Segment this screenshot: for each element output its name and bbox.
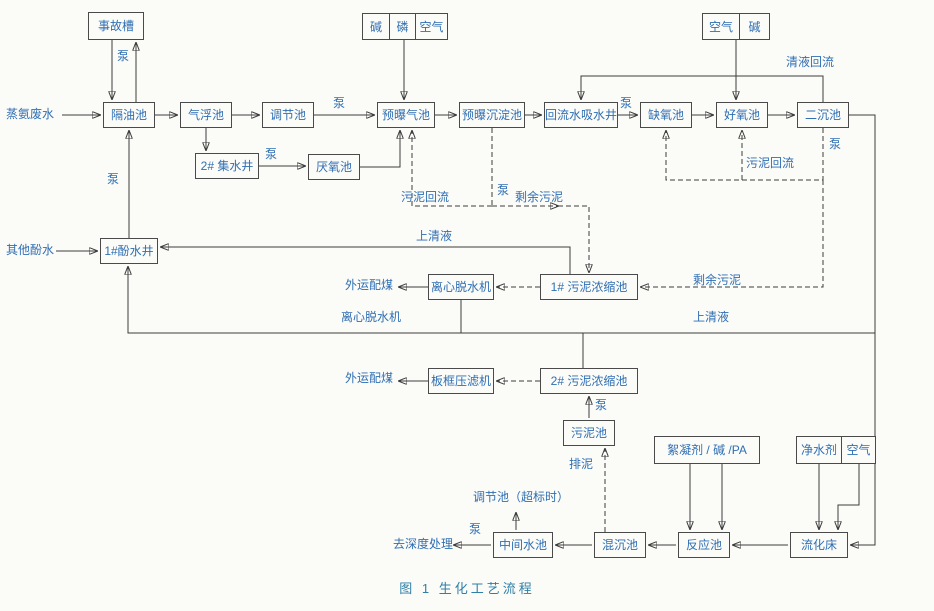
node-centrifuge-dewaterer: 离心脱水机 [428, 274, 494, 300]
label-sludge-return-2: 污泥回流 [746, 156, 795, 170]
line-thickener1-supernatant [161, 247, 571, 274]
label-sludge-return-1: 污泥回流 [401, 190, 450, 204]
line-air-to-fluidbed [838, 464, 860, 529]
line-anaerobic-to-preaeration [360, 131, 400, 168]
figure-caption: 图 1 生化工艺流程 [399, 581, 535, 596]
node-equalization-tank: 调节池 [262, 102, 314, 128]
node-pre-aeration-sedimentation: 预曝沉淀池 [459, 102, 525, 128]
pump-label-8: 泵 [595, 398, 608, 412]
label-other-phenol-water: 其他酚水 [6, 243, 55, 257]
node-sludge-thickener-2: 2# 污泥浓缩池 [540, 368, 638, 394]
line-sludge-return-to-preaeration [412, 131, 492, 207]
line-clarifier-to-fluidbed [849, 114, 876, 545]
label-supernatant-1: 上清液 [416, 229, 453, 243]
node-accident-tank: 事故槽 [88, 12, 144, 40]
label-outbound-coal-2: 外运配煤 [345, 371, 394, 385]
line-excess-to-thickener1 [558, 205, 589, 272]
node-reaction-tank: 反应池 [678, 532, 730, 558]
node-sludge-tank: 污泥池 [563, 420, 615, 446]
label-clear-liquid-return: 清液回流 [786, 55, 835, 69]
pump-label-9: 泵 [469, 522, 482, 536]
pump-label-4: 泵 [265, 147, 278, 161]
line-clarifier-excess-to-thickener1 [641, 180, 824, 287]
node-collection-well-2: 2# 集水井 [195, 153, 259, 179]
label-excess-sludge-2: 剩余污泥 [693, 273, 742, 287]
node-sludge-thickener-1: 1# 污泥浓缩池 [540, 274, 638, 300]
solid-flow-lines [56, 40, 876, 545]
node-air-right: 空气 [702, 13, 740, 40]
line-clear-liquid-return [581, 75, 824, 102]
node-phosphorus: 磷 [389, 13, 416, 40]
pump-label-5: 泵 [829, 137, 842, 151]
label-ammonia-wastewater: 蒸氨废水 [6, 107, 55, 121]
node-anoxic-tank: 缺氧池 [640, 102, 692, 128]
dashed-sludge-lines [412, 128, 824, 532]
node-pre-aeration-tank: 预曝气池 [377, 102, 435, 128]
label-supernatant-2: 上清液 [693, 310, 730, 324]
pump-label-2: 泵 [333, 96, 346, 110]
label-regulation-overflow: 调节池（超标时） [473, 490, 570, 504]
line-clarifier-sludge-to-anoxic [666, 128, 824, 181]
node-anaerobic-tank: 厌氧池 [308, 154, 360, 180]
label-sludge-discharge: 排泥 [569, 457, 594, 471]
pump-label-1: 泵 [117, 49, 130, 63]
line-supernatant-return [128, 267, 875, 334]
node-aerobic-tank: 好氧池 [716, 102, 768, 128]
label-excess-sludge-1: 剩余污泥 [515, 190, 564, 204]
label-to-advanced-treatment: 去深度处理 [393, 537, 454, 551]
label-outbound-coal-1: 外运配煤 [345, 278, 394, 292]
node-purifier-feed: 净水剂 [796, 436, 842, 464]
node-air-bottom: 空气 [841, 436, 876, 464]
pump-label-6: 泵 [107, 172, 120, 186]
pump-label-3: 泵 [620, 96, 633, 110]
node-phenol-well-1: 1#酚水井 [100, 238, 158, 264]
node-intermediate-tank: 中间水池 [493, 532, 553, 558]
node-plate-frame-filter-press: 板框压滤机 [428, 368, 494, 394]
node-oil-separator: 隔油池 [103, 102, 155, 128]
node-air-flotation: 气浮池 [180, 102, 232, 128]
pump-label-7: 泵 [497, 183, 510, 197]
node-mixing-sedimentation-tank: 混沉池 [594, 532, 646, 558]
node-air-mid: 空气 [415, 13, 448, 40]
node-fluidized-bed: 流化床 [790, 532, 848, 558]
node-alkali-right: 碱 [739, 13, 770, 40]
node-flocculant-feed: 絮凝剂 / 碱 /PA [654, 436, 760, 464]
label-centrifuge-line: 离心脱水机 [341, 310, 402, 324]
node-alkali-mid: 碱 [362, 13, 390, 40]
node-secondary-clarifier: 二沉池 [797, 102, 849, 128]
node-return-water-well: 回流水吸水井 [544, 102, 618, 128]
